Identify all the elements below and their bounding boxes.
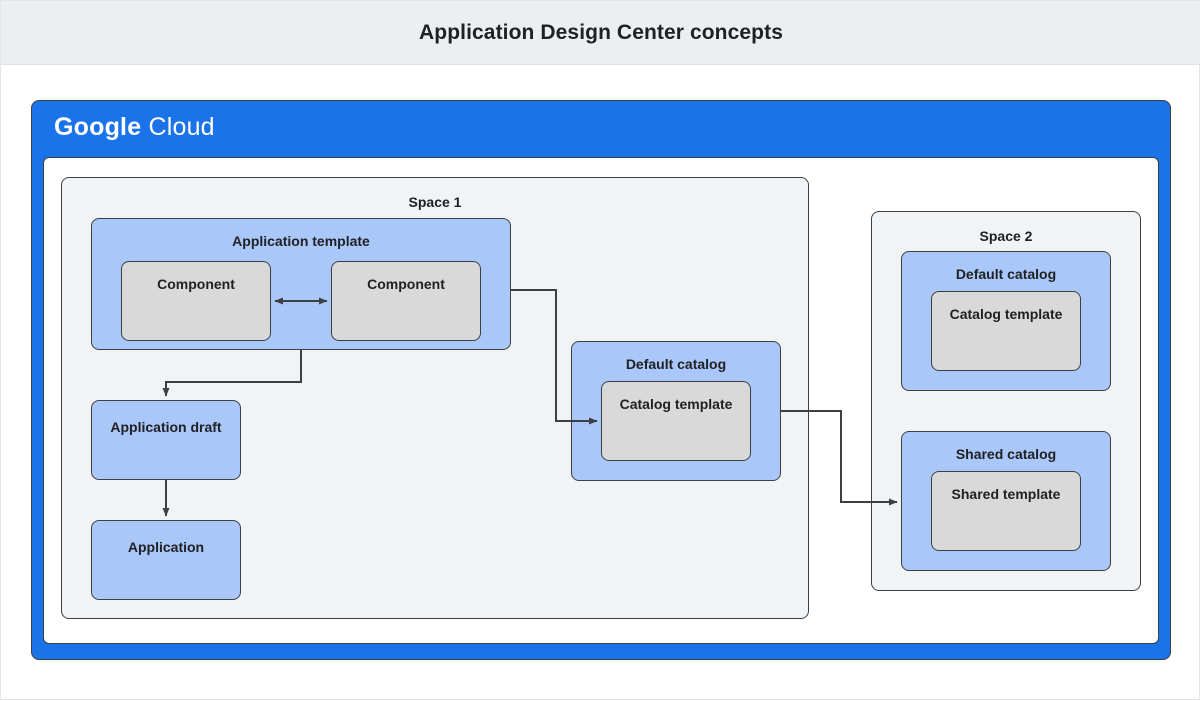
space-2-catalog-template-label: Catalog template [949,306,1063,322]
header-bar: Application Design Center concepts [1,1,1200,65]
application-draft-label: Application draft [110,419,222,435]
component-1-box[interactable]: Component [121,261,271,341]
component-2-box[interactable]: Component [331,261,481,341]
space-1-label: Space 1 [408,194,462,210]
component-1-label: Component [157,276,235,292]
diagram-canvas: Google Cloud Space 1 Application templat… [1,65,1200,701]
space-2-default-catalog-label: Default catalog [955,266,1057,282]
space-2-label: Space 2 [979,228,1033,244]
application-template-label: Application template [232,233,370,249]
shared-catalog-label: Shared catalog [955,446,1057,462]
space-1-catalog-template-label: Catalog template [619,396,733,412]
application-box[interactable]: Application [91,520,241,600]
shared-template-label: Shared template [951,486,1061,502]
google-cloud-logo: Google Cloud [54,113,215,142]
google-cloud-logo-secondary: Cloud [148,113,215,141]
shared-template-box[interactable]: Shared template [931,471,1081,551]
component-2-label: Component [367,276,445,292]
application-draft-box[interactable]: Application draft [91,400,241,480]
space-1-default-catalog-label: Default catalog [625,356,727,372]
page-title: Application Design Center concepts [419,20,783,44]
application-label: Application [127,539,205,555]
space-2-catalog-template-box[interactable]: Catalog template [931,291,1081,371]
space-1-catalog-template-box[interactable]: Catalog template [601,381,751,461]
google-cloud-logo-primary: Google [54,113,142,141]
